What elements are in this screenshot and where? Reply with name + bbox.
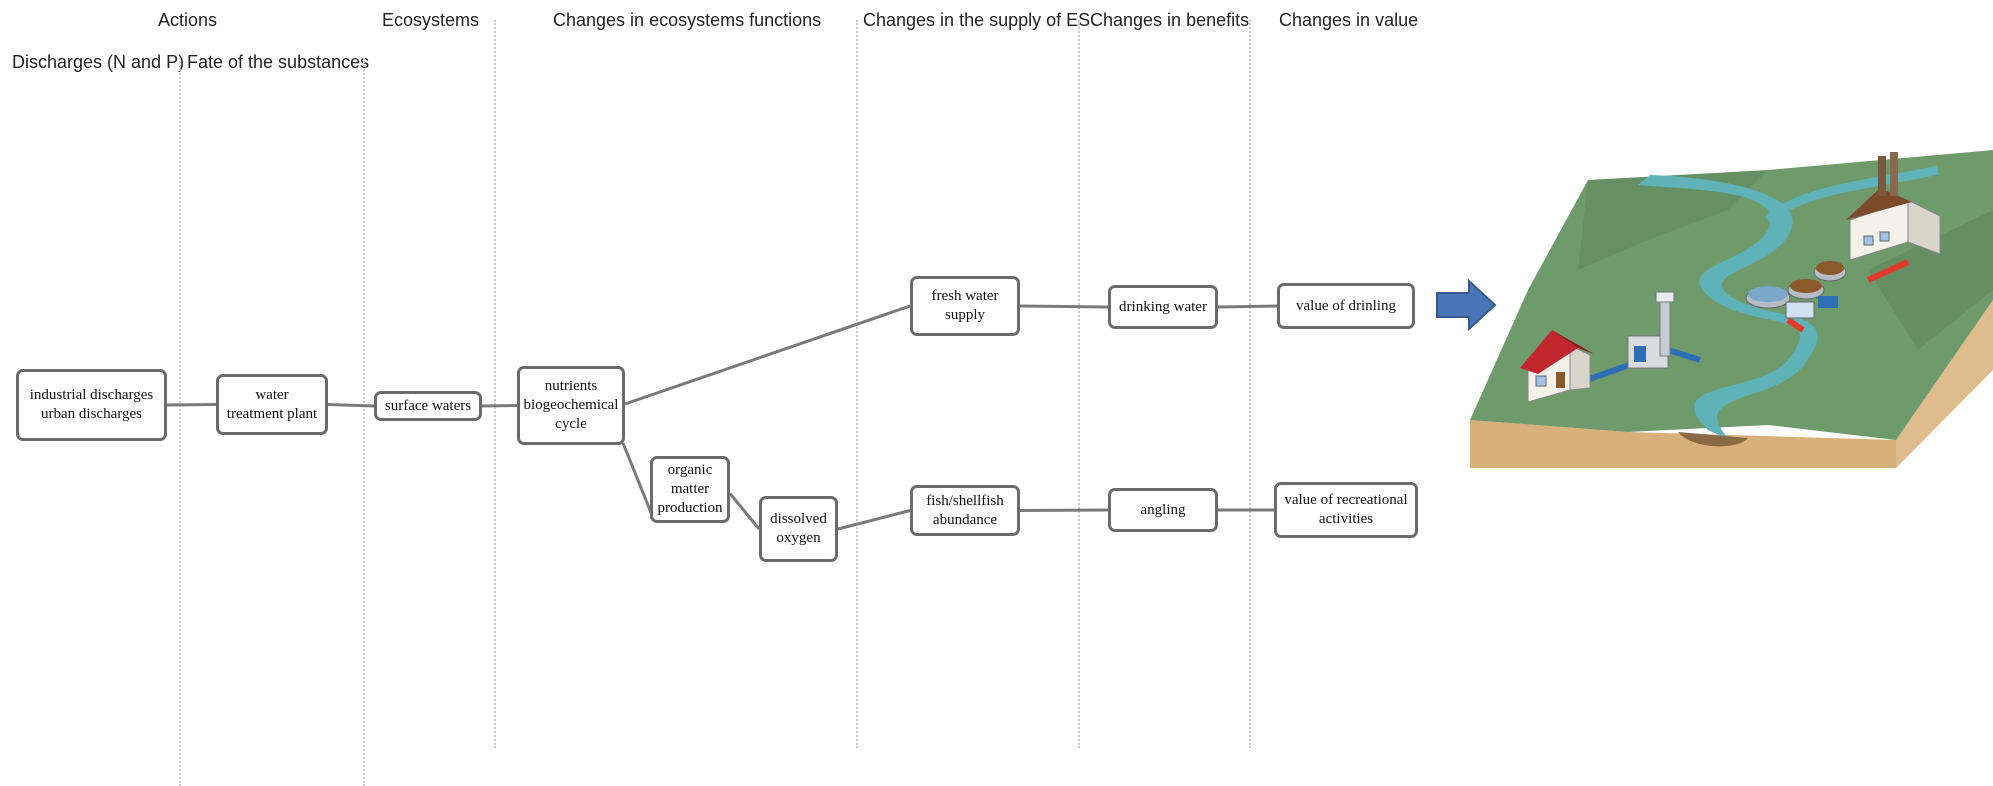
connector-nutrients-to-fresh [624, 304, 911, 406]
treatment-plant-icon [1745, 261, 1847, 319]
node-angling: angling [1108, 488, 1218, 532]
header-changes-value: Changes in value [1279, 10, 1419, 30]
right-arrow-icon [1436, 279, 1497, 331]
subheader-discharges: Discharges (N and P) [12, 52, 185, 72]
column-separator [179, 58, 181, 786]
connector-treatment-to-surface [327, 403, 375, 408]
column-separator [856, 20, 858, 748]
header-changes-supply: Changes in the supply of ES [863, 10, 1091, 30]
header-ecosystems: Ecosystems [382, 10, 480, 30]
factory-icon [1846, 152, 1944, 261]
connector-fish-to-angling [1019, 508, 1109, 512]
header-changes-functions: Changes in ecosystems functions [553, 10, 822, 30]
connector-nutrients-to-organic [621, 442, 654, 516]
node-drinking-water: drinking water [1108, 285, 1218, 329]
connector-organic-to-oxygen [728, 492, 761, 530]
column-separator [363, 58, 365, 786]
connector-discharges-to-treatment [166, 403, 217, 407]
pumping-station-icon [1627, 291, 1675, 369]
connector-oxygen-to-fish [837, 509, 911, 531]
house-icon [1520, 330, 1594, 403]
header-actions: Actions [158, 10, 218, 30]
connector-fresh-to-drinking [1019, 304, 1109, 309]
column-separator [1078, 20, 1080, 748]
column-separator [1249, 20, 1251, 748]
watershed-landscape-illustration [1470, 150, 1993, 468]
connector-drinking-to-value_drinking [1217, 304, 1278, 309]
node-value-of-drinking: value of drinling [1277, 283, 1415, 329]
subheader-fate: Fate of the substances [187, 52, 370, 72]
column-separator [494, 20, 496, 748]
connector-surface-to-nutrients [481, 404, 518, 408]
header-changes-benefits: Changes in benefits [1090, 10, 1250, 30]
node-surface-waters: surface waters [374, 391, 482, 421]
